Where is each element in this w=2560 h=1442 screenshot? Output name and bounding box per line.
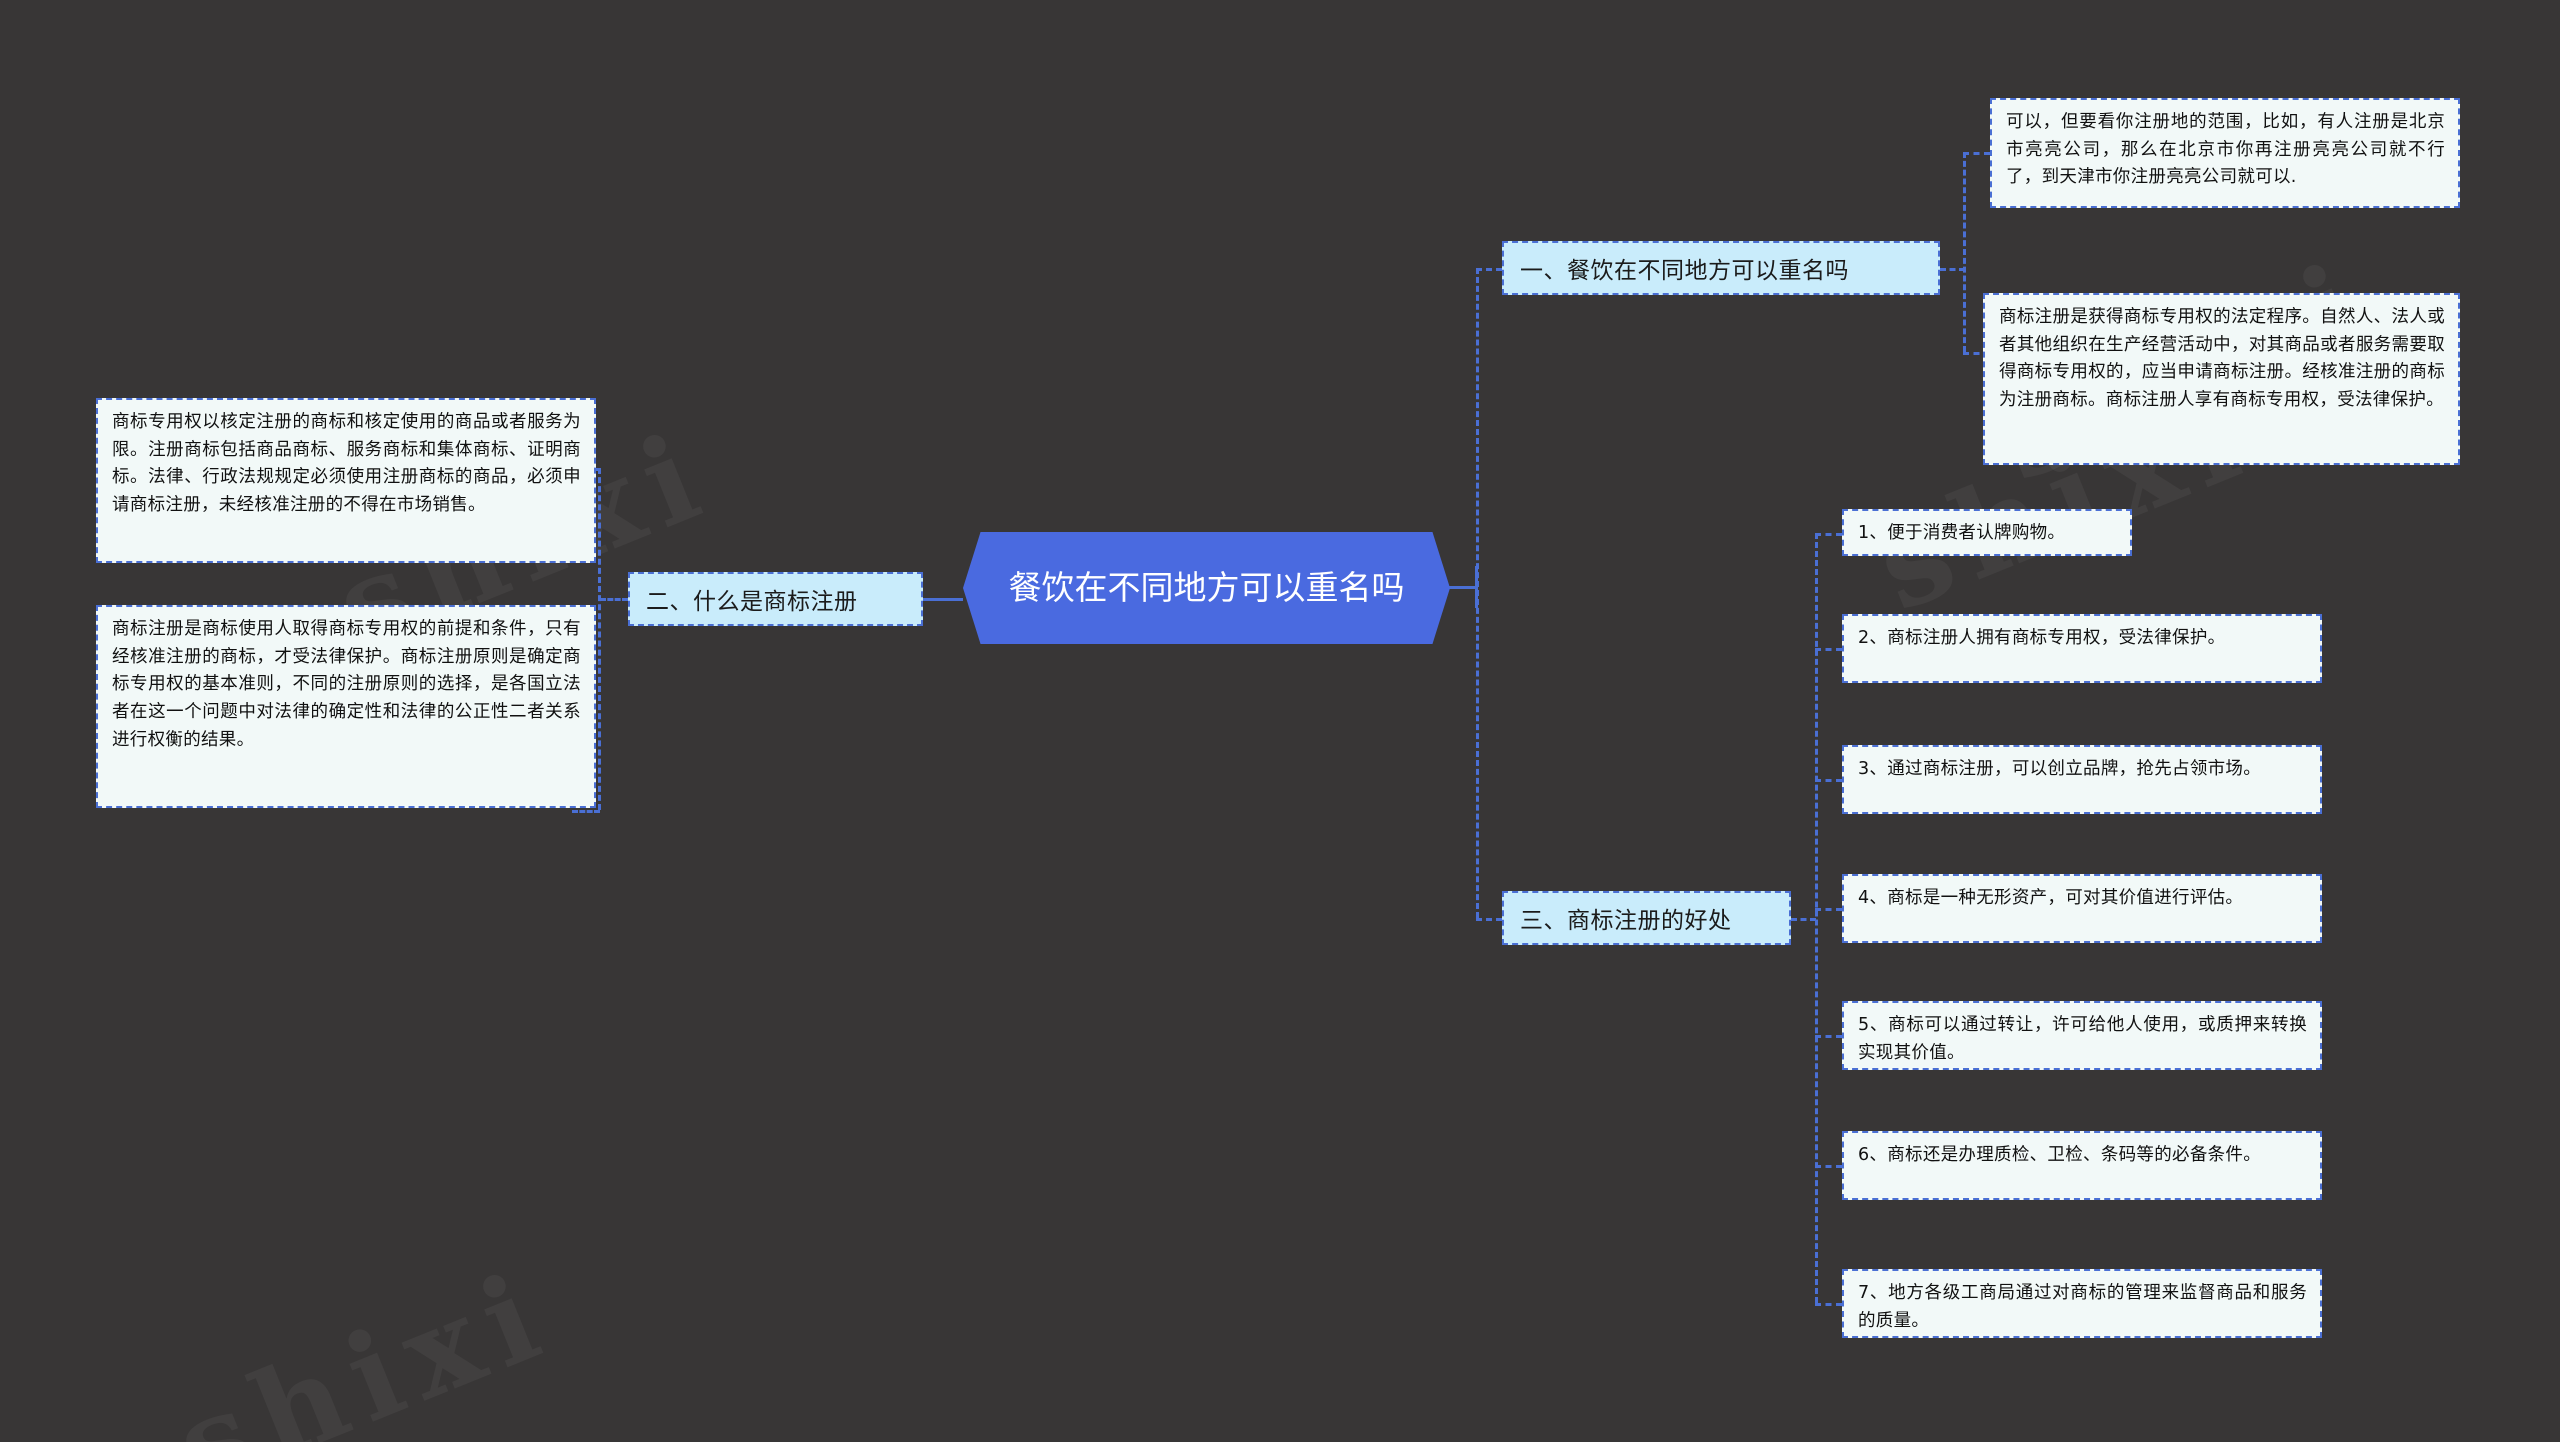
connector-branch-2-subtrunk [598, 468, 601, 810]
connector-stub-b1-leaf-2 [1963, 352, 1990, 355]
leaf-box-b3-3[interactable]: 3、通过商标注册，可以创立品牌，抢先占领市场。 [1842, 745, 2322, 814]
leaf-text: 5、商标可以通过转让，许可给他人使用，或质押来转换实现其价值。 [1858, 1015, 2307, 1063]
connector-branch-3-subtrunk [1815, 533, 1818, 1303]
branch-node-2-label: 二、什么是商标注册 [646, 589, 858, 615]
leaf-text: 1、便于消费者认牌购物。 [1858, 523, 2066, 543]
connector-stub-b3-leaf-3 [1815, 779, 1842, 782]
connector-branch-1-subtrunk [1963, 152, 1966, 352]
leaf-text: 商标专用权以核定注册的商标和核定使用的商品或者服务为限。注册商标包括商品商标、服… [112, 412, 581, 515]
leaf-text: 4、商标是一种无形资产，可对其价值进行评估。 [1858, 888, 2244, 908]
connector-stub-b2-leaf-2 [572, 810, 600, 813]
connector-branch-3-node-to-subtrunk [1791, 918, 1816, 921]
center-node[interactable]: 餐饮在不同地方可以重名吗 [963, 532, 1450, 644]
leaf-text: 3、通过商标注册，可以创立品牌，抢先占领市场。 [1858, 759, 2262, 779]
watermark-text: shixi [158, 1243, 570, 1442]
leaf-text: 7、地方各级工商局通过对商标的管理来监督商品和服务的质量。 [1858, 1283, 2307, 1331]
leaf-box-b3-1[interactable]: 1、便于消费者认牌购物。 [1842, 509, 2132, 556]
branch-node-3-label: 三、商标注册的好处 [1520, 908, 1732, 934]
connector-right-trunk [1476, 268, 1479, 918]
leaf-box-b3-7[interactable]: 7、地方各级工商局通过对商标的管理来监督商品和服务的质量。 [1842, 1269, 2322, 1338]
connector-stub-b3-leaf-5 [1815, 1035, 1842, 1038]
leaf-box-b3-2[interactable]: 2、商标注册人拥有商标专用权，受法律保护。 [1842, 614, 2322, 683]
leaf-text: 可以，但要看你注册地的范围，比如，有人注册是北京市亮亮公司，那么在北京市你再注册… [2006, 112, 2445, 188]
connector-stub-b3-leaf-2 [1815, 648, 1842, 651]
leaf-box-b3-6[interactable]: 6、商标还是办理质检、卫检、条码等的必备条件。 [1842, 1131, 2322, 1200]
connector-stub-branch-3 [1476, 918, 1502, 921]
leaf-box-b1-2[interactable]: 商标注册是获得商标专用权的法定程序。自然人、法人或者其他组织在生产经营活动中，对… [1983, 293, 2460, 465]
leaf-text: 2、商标注册人拥有商标专用权，受法律保护。 [1858, 628, 2226, 648]
connector-center-to-right [1448, 586, 1478, 589]
leaf-box-b3-5[interactable]: 5、商标可以通过转让，许可给他人使用，或质押来转换实现其价值。 [1842, 1001, 2322, 1070]
connector-stub-b1-leaf-1 [1963, 152, 1990, 155]
center-node-title: 餐饮在不同地方可以重名吗 [1008, 567, 1405, 607]
connector-stub-b3-leaf-1 [1815, 533, 1842, 536]
leaf-text: 商标注册是获得商标专用权的法定程序。自然人、法人或者其他组织在生产经营活动中，对… [1999, 307, 2445, 410]
connector-branch-1-node-to-subtrunk [1940, 268, 1965, 271]
branch-node-1-label: 一、餐饮在不同地方可以重名吗 [1520, 258, 1849, 284]
leaf-box-b3-4[interactable]: 4、商标是一种无形资产，可对其价值进行评估。 [1842, 874, 2322, 943]
connector-stub-b3-leaf-7 [1815, 1303, 1842, 1306]
branch-node-2[interactable]: 二、什么是商标注册 [628, 572, 923, 626]
leaf-text: 6、商标还是办理质检、卫检、条码等的必备条件。 [1858, 1145, 2262, 1165]
leaf-box-b1-1[interactable]: 可以，但要看你注册地的范围，比如，有人注册是北京市亮亮公司，那么在北京市你再注册… [1990, 98, 2460, 208]
branch-node-1[interactable]: 一、餐饮在不同地方可以重名吗 [1502, 241, 1940, 295]
connector-stub-branch-1 [1476, 268, 1502, 271]
branch-node-3[interactable]: 三、商标注册的好处 [1502, 891, 1791, 945]
leaf-box-b2-1[interactable]: 商标专用权以核定注册的商标和核定使用的商品或者服务为限。注册商标包括商品商标、服… [96, 398, 596, 563]
leaf-text: 商标注册是商标使用人取得商标专用权的前提和条件，只有经核准注册的商标，才受法律保… [112, 619, 581, 750]
connector-center-to-left [923, 598, 963, 601]
connector-branch-2-node-to-subtrunk [600, 598, 628, 601]
leaf-box-b2-2[interactable]: 商标注册是商标使用人取得商标专用权的前提和条件，只有经核准注册的商标，才受法律保… [96, 605, 596, 808]
connector-stub-b3-leaf-4 [1815, 908, 1842, 911]
connector-stub-b3-leaf-6 [1815, 1165, 1842, 1168]
